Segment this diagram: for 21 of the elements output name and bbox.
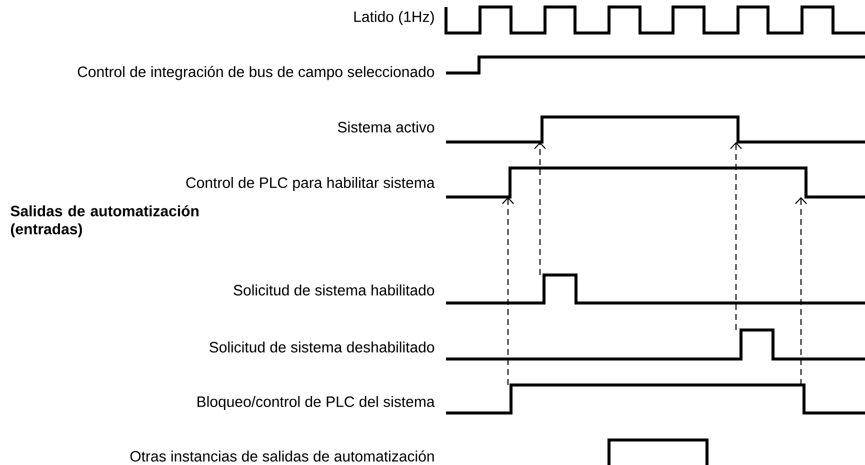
signal-step: [508, 168, 512, 197]
signal-step: [802, 385, 806, 413]
signal-label: Otras instancias de salidas de automatización: [130, 450, 434, 462]
dashed-arrow: [795, 197, 807, 385]
signal-label: Solicitud de sistema deshabilitado: [210, 341, 434, 352]
signal-step: [510, 385, 512, 413]
signal-label: Sistema activo: [338, 122, 434, 132]
signal-step: [740, 330, 742, 359]
signal-step: [804, 168, 808, 197]
signal-label: Bloqueo/control de PLC del sistema: [198, 396, 435, 410]
signal-step: [542, 275, 546, 303]
dashed-arrow: [534, 142, 546, 275]
dashed-arrow: [730, 142, 742, 330]
section-heading: Salidas de automatización (entradas): [10, 205, 198, 238]
signal-label: Control de PLC para habilitar sistema: [186, 177, 435, 191]
signal-label: Solicitud de sistema habilitado: [234, 284, 434, 296]
signal-label: Latido (1Hz): [354, 11, 434, 25]
signal-step: [736, 117, 740, 142]
dashed-arrow: [502, 197, 514, 385]
signal-step: [540, 117, 544, 142]
signal-label: Control de integración de bus de campo seleccionado: [78, 66, 434, 80]
